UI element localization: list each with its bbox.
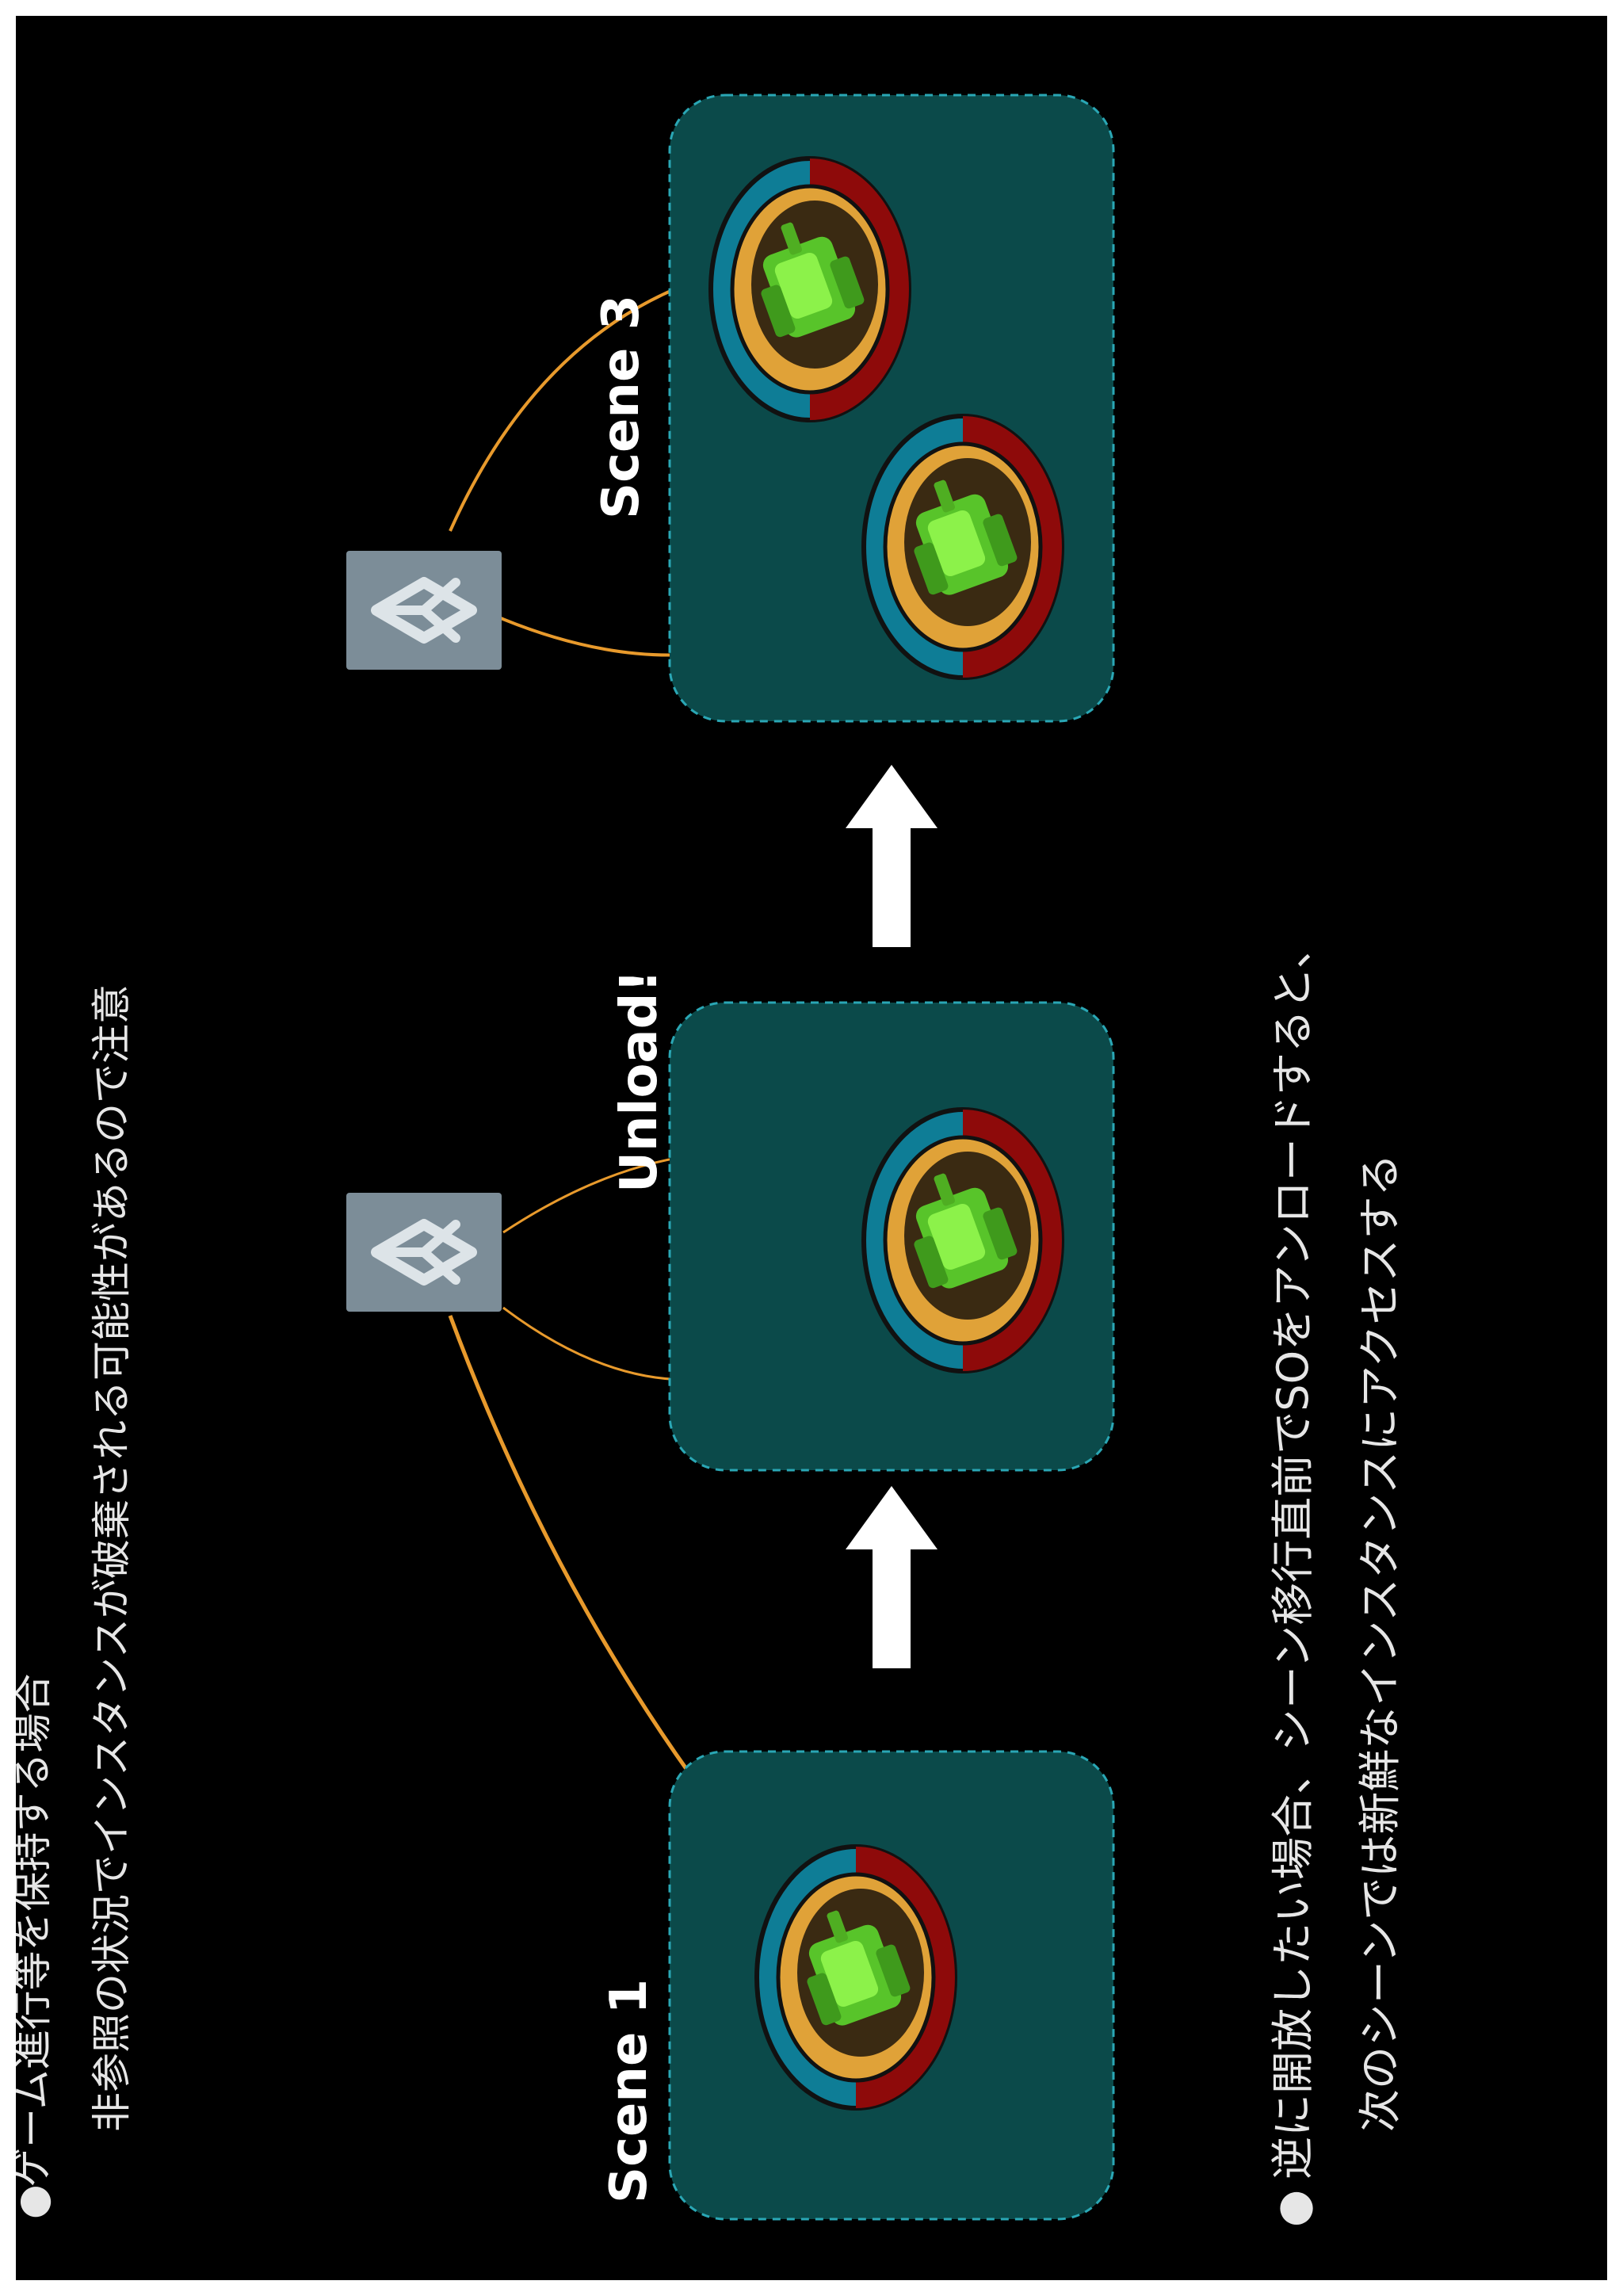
tank-icon xyxy=(757,1847,955,2108)
bottom-bullet-line2: 次のシーンでは新鮮なインスタンスにアクセスする xyxy=(1355,1154,1405,2132)
tank-icon xyxy=(864,1110,1062,1371)
scene-1-label: Scene 1 xyxy=(600,1979,659,2203)
top-bullet-line2: 非参照の状況でインスタンスが破棄される可能性があるので注意 xyxy=(89,984,135,2132)
bottom-bullet-dot: ● xyxy=(1268,2190,1318,2227)
scene-1-box xyxy=(668,1750,1115,2221)
slide-canvas: ゲーム進行等を保持する場合 ● 非参照の状況でインスタンスが破棄される可能性があ… xyxy=(16,16,1607,2280)
unity-logo-icon xyxy=(346,551,502,670)
scene-2-label: Unload! xyxy=(610,969,669,1193)
scene-3-box xyxy=(668,94,1115,723)
tank-icon xyxy=(864,416,1062,678)
scene-3-label: Scene 3 xyxy=(592,295,651,519)
top-bullet-line1: ゲーム進行等を保持する場合 xyxy=(16,1674,55,2188)
unity-logo-icon xyxy=(346,1193,502,1312)
tank-icon xyxy=(711,159,909,420)
bottom-bullet-line1: 逆に開放したい場合、シーン移行直前でSOをアンロードすると、 xyxy=(1268,926,1318,2179)
arrow-up-icon xyxy=(846,1486,938,1668)
top-bullet-dot: ● xyxy=(16,2184,55,2219)
scene-2-box xyxy=(668,1001,1115,1472)
arrow-up-icon xyxy=(846,765,938,947)
diagram-svg: ゲーム進行等を保持する場合 ● 非参照の状況でインスタンスが破棄される可能性があ… xyxy=(16,94,1405,2227)
